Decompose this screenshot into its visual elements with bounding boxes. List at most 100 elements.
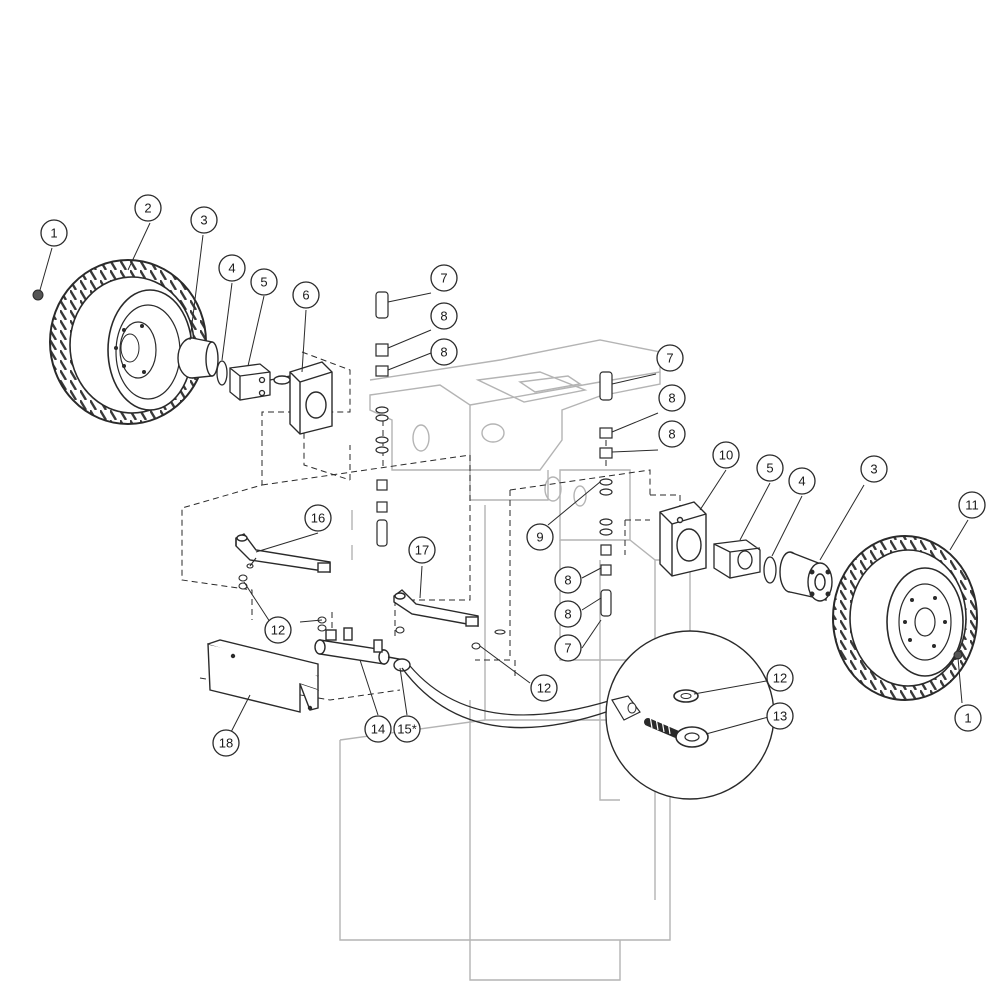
right-hydraulic-motor — [713, 539, 761, 579]
detail-view — [401, 630, 775, 800]
callout-number: 3 — [870, 462, 877, 477]
callout-12: 12 — [530, 674, 558, 702]
callout-1: 1 — [40, 219, 68, 247]
callout-number: 4 — [228, 261, 235, 276]
callout-number: 4 — [798, 474, 805, 489]
callout-14: 14 — [364, 715, 392, 743]
callout-number: 17 — [415, 543, 429, 558]
callout-circle — [658, 420, 686, 448]
callout-6: 6 — [292, 281, 320, 309]
callout-number: 3 — [200, 213, 207, 228]
callout-number: 13 — [773, 709, 787, 724]
callout-number: 7 — [440, 271, 447, 286]
callout-number: 18 — [219, 736, 233, 751]
callout-number: 15* — [397, 722, 417, 737]
callout-number: 16 — [311, 511, 325, 526]
callout-circle — [364, 715, 392, 743]
callout-8: 8 — [658, 384, 686, 412]
left-hub — [177, 337, 219, 379]
callout-16: 16 — [304, 504, 332, 532]
callout-number: 9 — [536, 530, 543, 545]
callout-circle — [554, 634, 582, 662]
left-pivot-stack — [375, 291, 389, 547]
callout-circle — [554, 600, 582, 628]
callout-number: 8 — [440, 345, 447, 360]
callout-number: 12 — [271, 623, 285, 638]
callout-circle — [408, 536, 436, 564]
callout-5: 5 — [250, 268, 278, 296]
callout-number: 12 — [773, 671, 787, 686]
callout-circle — [40, 219, 68, 247]
callout-17: 17 — [408, 536, 436, 564]
right-spacer — [763, 556, 777, 584]
callout-circle — [656, 344, 684, 372]
callout-circle — [304, 504, 332, 532]
callout-circle — [292, 281, 320, 309]
left-spacer — [216, 360, 228, 386]
callout-circle — [430, 302, 458, 330]
callout-number: 8 — [564, 573, 571, 588]
callout-number: 8 — [668, 391, 675, 406]
callout-circle — [766, 702, 794, 730]
callout-12: 12 — [264, 616, 292, 644]
rod-end-thread — [644, 718, 680, 738]
callout-4: 4 — [218, 254, 246, 282]
right-hub — [779, 551, 833, 602]
callout-9: 9 — [526, 523, 554, 551]
leader-lines — [39, 222, 969, 739]
callout-circle — [554, 566, 582, 594]
callout-7: 7 — [554, 634, 582, 662]
callout-number: 6 — [302, 288, 309, 303]
callout-circle — [393, 715, 421, 743]
callout-circle — [430, 264, 458, 292]
callout-circle — [658, 384, 686, 412]
callout-8: 8 — [430, 302, 458, 330]
left-hydraulic-motor — [229, 363, 271, 401]
callout-8: 8 — [554, 566, 582, 594]
callout-number: 5 — [766, 461, 773, 476]
callout-number: 7 — [666, 351, 673, 366]
callout-circle — [756, 454, 784, 482]
callout-number: 10 — [719, 448, 733, 463]
callout-circle — [218, 254, 246, 282]
callout-number: 5 — [260, 275, 267, 290]
callout-circle — [250, 268, 278, 296]
callout-18: 18 — [212, 729, 240, 757]
callout-circle — [530, 674, 558, 702]
right-motor-bracket — [659, 501, 707, 577]
callout-number: 8 — [668, 427, 675, 442]
callout-13: 13 — [766, 702, 794, 730]
callout-2: 2 — [134, 194, 162, 222]
callout-3: 3 — [860, 455, 888, 483]
callout-circle — [526, 523, 554, 551]
lug-nut-right — [953, 650, 963, 660]
callout-11: 11 — [958, 491, 986, 519]
callout-circle — [190, 206, 218, 234]
assembly-lines — [181, 351, 681, 701]
callout-7: 7 — [430, 264, 458, 292]
callout-number: 12 — [537, 681, 551, 696]
callout-circle — [134, 194, 162, 222]
callout-8: 8 — [554, 600, 582, 628]
callout-circle — [766, 664, 794, 692]
callout-number: 2 — [144, 201, 151, 216]
callout-15-star: 15* — [393, 715, 421, 743]
callout-circle — [212, 729, 240, 757]
callout-number: 14 — [371, 722, 385, 737]
steering-cylinder — [314, 627, 411, 672]
right-pivot-stack — [599, 371, 613, 617]
callout-circle — [788, 467, 816, 495]
callout-circle — [958, 491, 986, 519]
callout-circle — [954, 704, 982, 732]
callout-7: 7 — [656, 344, 684, 372]
callout-3: 3 — [190, 206, 218, 234]
callout-circle — [860, 455, 888, 483]
callout-number: 8 — [440, 309, 447, 324]
right-wheel — [832, 535, 978, 701]
callout-5: 5 — [756, 454, 784, 482]
callout-number: 7 — [564, 641, 571, 656]
callout-circle — [712, 441, 740, 469]
